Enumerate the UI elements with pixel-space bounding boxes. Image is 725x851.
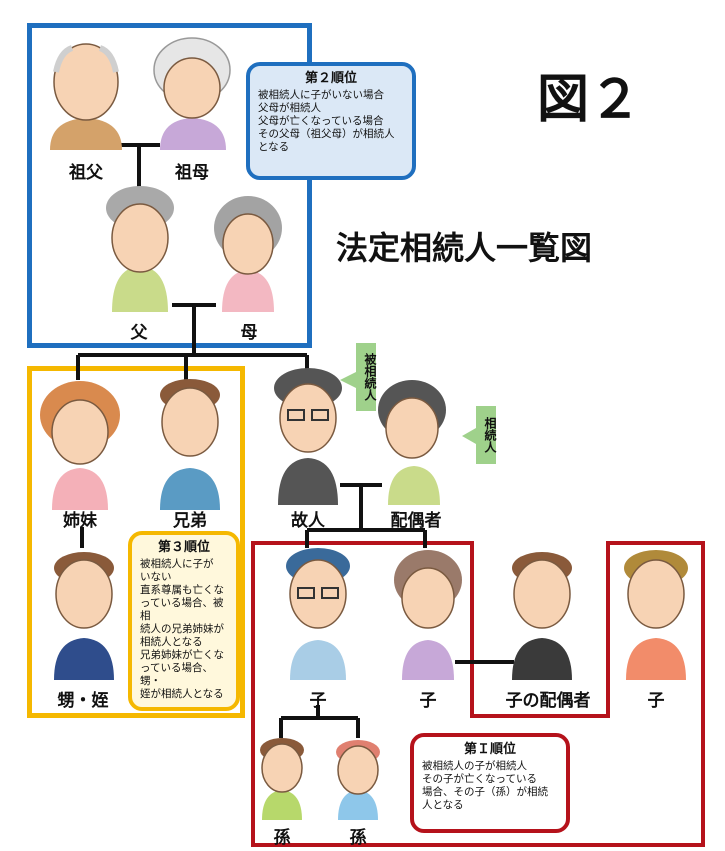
child2-figure (394, 550, 462, 680)
brother-figure (160, 379, 220, 510)
note-second-rank: 第２順位 被相続人に子がいない場合 父母が相続人 父母が亡くなっている場合 その… (246, 62, 416, 180)
spouse-figure (378, 380, 446, 505)
figure-number: 図２ (537, 70, 642, 130)
label-deceased: 故人 (291, 511, 325, 531)
label-grandchild1: 孫 (273, 828, 291, 848)
decedent-arrow (340, 372, 356, 388)
diagram-title: 法定相続人一覧図 (336, 229, 593, 267)
label-grandfather: 祖父 (69, 163, 103, 183)
note-third-rank: 第３順位 被相続人に子が いない 直系尊属も亡くな っている場合、被相 続人の兄… (128, 531, 240, 711)
note-second-heading: 第２順位 (304, 71, 357, 86)
note-second-body: 被相続人に子がいない場合 父母が相続人 父母が亡くなっている場合 その父母（祖父… (258, 89, 395, 153)
note-first-body: 被相続人の子が相続人 その子が亡くなっている 場合、その子（孫）が相続 人となる (422, 760, 548, 811)
label-father: 父 (130, 323, 148, 343)
label-child1: 子 (309, 691, 327, 711)
child-spouse-figure (512, 552, 572, 680)
child1-figure (286, 548, 350, 680)
mother-figure (214, 196, 282, 312)
grandfather-figure (50, 43, 122, 150)
deceased-figure (274, 368, 342, 505)
third-rank-group-border (27, 366, 245, 718)
second-rank-group-border (27, 23, 312, 348)
heir-tag: 相続人 (476, 406, 497, 464)
heir-arrow (462, 428, 476, 444)
label-child3: 子 (647, 691, 665, 711)
label-sister: 姉妹 (63, 511, 97, 531)
note-third-heading: 第３順位 (157, 540, 210, 555)
note-third-body: 被相続人に子が いない 直系尊属も亡くな っている場合、被相 続人の兄弟姉妹が … (140, 558, 224, 700)
grandmother-figure (153, 37, 231, 150)
label-spouse: 配偶者 (390, 511, 442, 531)
decedent-tag: 被相続人 (356, 343, 377, 411)
label-brother: 兄弟 (173, 511, 207, 531)
sister-figure (40, 381, 120, 510)
grandchild1-figure (260, 738, 304, 820)
connector-lines (76, 143, 514, 738)
label-grandchild2: 孫 (349, 828, 367, 848)
label-mother: 母 (240, 323, 258, 343)
label-child2: 子 (419, 691, 437, 711)
nephew-niece-figure (54, 552, 114, 680)
father-figure (106, 186, 174, 312)
first-rank-group-border (251, 541, 705, 847)
label-grandmother: 祖母 (175, 163, 209, 183)
note-first-rank: 第Ｉ順位 被相続人の子が相続人 その子が亡くなっている 場合、その子（孫）が相続… (410, 733, 570, 833)
grandchild2-figure (336, 740, 380, 820)
label-child-spouse: 子の配偶者 (505, 691, 591, 711)
label-nephew-niece: 甥・姪 (57, 691, 109, 711)
child3-figure (624, 550, 688, 680)
note-first-heading: 第Ｉ順位 (463, 742, 516, 757)
